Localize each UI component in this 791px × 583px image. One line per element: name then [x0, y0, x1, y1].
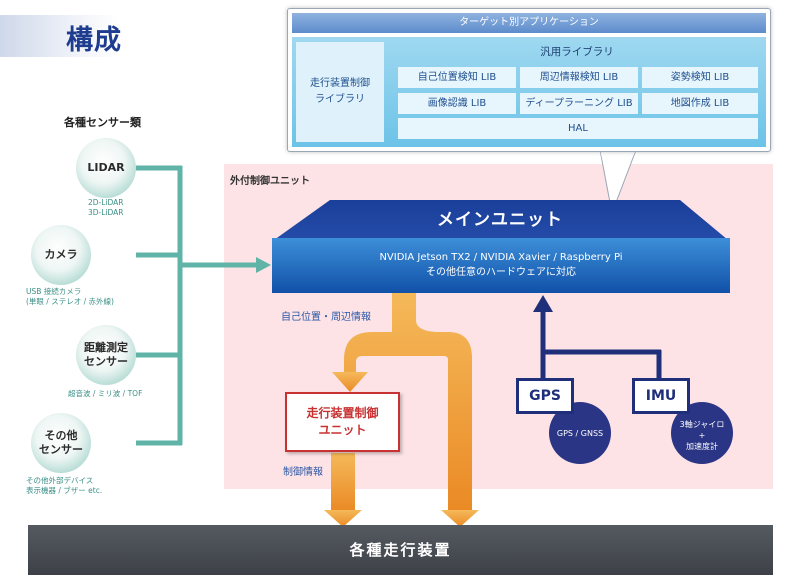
control-unit-line: ユニット [318, 423, 367, 437]
sensor-arrow-head [256, 257, 271, 273]
nav-control-library: 走行装置制御 ライブラリ [296, 42, 384, 142]
sensor-sub-line: 2D-LiDAR [88, 198, 124, 207]
lib-cell-self-position: 自己位置検知 LIB [398, 67, 516, 88]
control-info-label: 制御情報 [283, 467, 323, 478]
sensor-circle-other [31, 413, 91, 473]
imu-circle [671, 402, 733, 464]
sensor-sub-line: USB 接続カメラ [26, 287, 82, 296]
drive-devices-bar [28, 525, 773, 575]
general-library-title: 汎用ライブラリ [540, 46, 614, 58]
sensor-heading: 各種センサー類 [64, 116, 141, 129]
lib-cell-posture: 姿勢検知 LIB [642, 67, 758, 88]
sensor-label-distance: 距離測定 センサー [76, 341, 136, 369]
gps-imu-connector [540, 310, 662, 378]
main-unit-description: NVIDIA Jetson TX2 / NVIDIA Xavier / Rasp… [272, 250, 730, 280]
nav-lib-line: 走行装置制御 [310, 78, 370, 89]
control-info-flow [324, 453, 362, 527]
gps-box: GPS [516, 378, 574, 414]
sensor-circle-lidar [76, 138, 136, 198]
sensor-sub-distance: 超音波 / ミリ波 / TOF [68, 389, 142, 399]
sensor-sub-lidar: 2D-LiDAR 3D-LiDAR [88, 198, 124, 218]
main-unit-line: NVIDIA Jetson TX2 / NVIDIA Xavier / Rasp… [379, 252, 623, 263]
imu-sub: 3軸ジャイロ + 加速度計 [671, 419, 733, 452]
sensor-label-line: 距離測定 [84, 341, 128, 354]
sensor-label-camera: カメラ [44, 248, 78, 261]
external-unit-title: 外付制御ユニット [230, 176, 310, 187]
sensor-label-line: センサー [84, 355, 128, 368]
drive-devices-label: 各種走行装置 [349, 541, 452, 559]
control-unit-box: 走行装置制御 ユニット [285, 392, 400, 452]
imu-sub-line: 加速度計 [686, 442, 718, 451]
gps-sub: GPS / GNSS [556, 429, 604, 438]
sensor-connector-lines [136, 165, 256, 446]
control-unit-line: 走行装置制御 [306, 406, 379, 420]
sensor-circle-distance [76, 325, 136, 385]
sensor-label-line: その他 [44, 429, 78, 442]
apps-title: ターゲット別アプリケーション [292, 13, 766, 33]
sensor-sub-line: 3D-LiDAR [88, 208, 124, 217]
sensor-circle-camera [31, 225, 91, 285]
gps-imu-arrow-head [533, 295, 553, 312]
imu-sub-line: 3軸ジャイロ [679, 420, 725, 429]
nav-lib-line: ライブラリ [315, 94, 365, 105]
position-info-flow [332, 293, 479, 527]
heading-band [0, 15, 118, 57]
sensor-sub-camera: USB 接続カメラ (単眼 / ステレオ / 赤外線) [26, 287, 114, 307]
main-unit-title: メインユニット [437, 210, 563, 230]
imu-box: IMU [632, 378, 690, 414]
sensor-sub-line: (単眼 / ステレオ / 赤外線) [26, 297, 114, 306]
position-info-label: 自己位置・周辺情報 [281, 312, 371, 323]
main-unit-line: その他任意のハードウェアに対応 [426, 267, 576, 278]
lib-cell-surroundings: 周辺情報検知 LIB [520, 67, 638, 88]
sensor-sub-other: その他外部デバイス 表示機器 / ブザー etc. [26, 476, 102, 496]
main-unit-body [272, 238, 730, 293]
lib-cell-deep-learning: ディープラーニング LIB [520, 93, 638, 114]
sensor-label-other: その他 センサー [31, 429, 91, 457]
lib-cell-image-recognition: 画像認識 LIB [398, 93, 516, 114]
sensor-label-line: センサー [39, 443, 83, 456]
hal-cell: HAL [398, 118, 758, 139]
gps-circle [549, 402, 611, 464]
sensor-sub-line: 表示機器 / ブザー etc. [26, 486, 103, 495]
imu-sub-line: + [698, 431, 706, 440]
lib-cell-mapping: 地図作成 LIB [642, 93, 758, 114]
sensor-sub-line: 超音波 / ミリ波 / TOF [68, 389, 143, 398]
page-title: 構成 [66, 25, 122, 56]
sensor-label-lidar: LIDAR [87, 161, 125, 174]
sensor-sub-line: その他外部デバイス [26, 476, 94, 485]
main-unit-top [274, 200, 728, 240]
